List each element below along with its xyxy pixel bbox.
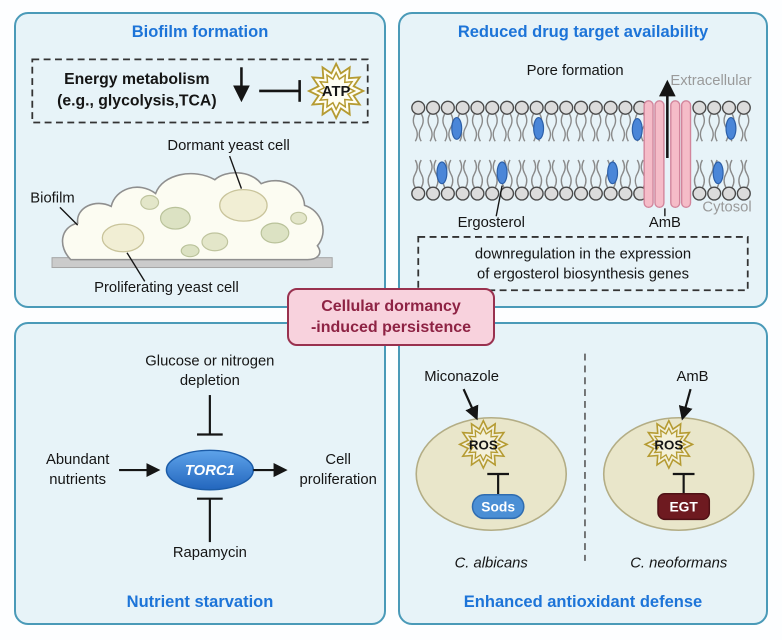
yeast-cell xyxy=(180,244,200,258)
depletion-line1: Glucose or nitrogen xyxy=(145,353,274,369)
antioxidant-diagram: Miconazole ROS Sods C. albicans AmB ROS xyxy=(415,353,755,572)
proliferating-pointer-line xyxy=(126,252,146,282)
membrane-diagram: Pore formation Extracellular Cytosol Erg… xyxy=(411,63,752,292)
yeast-cell xyxy=(260,222,290,244)
dormant-cell-label: Dormant yeast cell xyxy=(167,138,289,154)
biofilm-diagram: Energy metabolism (e.g., glycolysis,TCA)… xyxy=(30,58,369,296)
ros-right-label: ROS xyxy=(654,437,683,452)
biofilm-label: Biofilm xyxy=(30,190,74,206)
yeast-cell xyxy=(201,232,229,252)
torc1-label: TORC1 xyxy=(185,463,235,479)
biofilm-pointer-line xyxy=(59,206,79,226)
sods-inhibition-tbar xyxy=(487,472,509,495)
ergosterol-molecules xyxy=(436,116,737,185)
rapamycin-inhibition-tbar xyxy=(197,497,223,543)
proliferating-yeast-cell xyxy=(101,223,145,253)
depletion-line2: depletion xyxy=(180,373,240,389)
dormant-pointer-line xyxy=(228,155,243,189)
atp-starburst: ATP xyxy=(308,62,365,120)
cell-proliferation-line2: proliferation xyxy=(299,472,376,488)
energy-metabolism-box xyxy=(31,58,369,124)
egt-label: EGT xyxy=(669,498,698,514)
panel-title-nutrient: Nutrient starvation xyxy=(126,593,274,611)
atp-label: ATP xyxy=(322,84,351,100)
panel-antioxidant-defense: Miconazole ROS Sods C. albicans AmB ROS xyxy=(398,322,768,625)
ros-starburst-right: ROS xyxy=(644,419,694,469)
downregulation-line2: of ergosterol biosynthesis genes xyxy=(477,266,689,282)
miconazole-arrow xyxy=(462,388,479,421)
amb-channel xyxy=(643,100,692,209)
inhibition-tbar-atp xyxy=(259,80,301,102)
yeast-cell xyxy=(140,194,160,210)
pore-formation-label: Pore formation xyxy=(527,63,624,79)
panel-drug-target: Pore formation Extracellular Cytosol Erg… xyxy=(398,12,768,308)
yeast-cell xyxy=(290,211,308,225)
abundant-line1: Abundant xyxy=(46,452,109,468)
abundant-line2: nutrients xyxy=(49,472,106,488)
miconazole-label: Miconazole xyxy=(424,369,499,385)
amb-label: AmB xyxy=(649,215,681,231)
downregulation-line1: downregulation in the expression xyxy=(475,247,691,263)
sods-label: Sods xyxy=(481,498,515,514)
panel-biofilm-formation: Energy metabolism (e.g., glycolysis,TCA)… xyxy=(14,12,386,308)
amb-arrow xyxy=(678,388,693,421)
depletion-inhibition-tbar xyxy=(197,395,223,436)
extracellular-label: Extracellular xyxy=(670,73,751,89)
egt-inhibition-tbar xyxy=(672,472,695,494)
neoformans-label: C. neoformans xyxy=(630,556,728,572)
energy-metabolism-line2: (e.g., glycolysis,TCA) xyxy=(57,93,216,110)
center-badge: Cellular dormancy -induced persistence xyxy=(287,288,495,347)
albicans-label: C. albicans xyxy=(455,556,529,572)
panel-title-drug-target: Reduced drug target availability xyxy=(457,23,709,41)
dormant-yeast-cell xyxy=(219,188,268,222)
proliferating-cell-label: Proliferating yeast cell xyxy=(94,280,239,296)
lipid-leaflet-bottom xyxy=(411,159,751,201)
panel-nutrient-starvation: Glucose or nitrogen depletion TORC1 Abun… xyxy=(14,322,386,625)
ros-left-label: ROS xyxy=(469,437,498,452)
amb-drug-label: AmB xyxy=(676,369,708,385)
downregulation-box xyxy=(417,236,749,292)
torc1-diagram: Glucose or nitrogen depletion TORC1 Abun… xyxy=(46,353,377,561)
ergosterol-pointer-line xyxy=(495,185,503,217)
cytosol-label: Cytosol xyxy=(702,199,751,215)
energy-metabolism-line1: Energy metabolism xyxy=(64,71,209,88)
badge-line1: Cellular dormancy xyxy=(321,298,461,315)
badge-line2: -induced persistence xyxy=(310,319,472,337)
panel-title-biofilm: Biofilm formation xyxy=(131,23,269,41)
ros-starburst-left: ROS xyxy=(458,419,508,469)
cell-proliferation-line1: Cell xyxy=(325,452,350,468)
panel-title-antioxidant: Enhanced antioxidant defense xyxy=(463,593,703,611)
rapamycin-label: Rapamycin xyxy=(173,545,247,561)
yeast-cell xyxy=(159,206,191,230)
egt-box xyxy=(657,492,711,521)
sods-pill xyxy=(471,493,525,520)
yeast-cells-group xyxy=(101,188,308,258)
lipid-leaflet-top xyxy=(411,100,751,142)
ergosterol-label: Ergosterol xyxy=(458,215,525,231)
